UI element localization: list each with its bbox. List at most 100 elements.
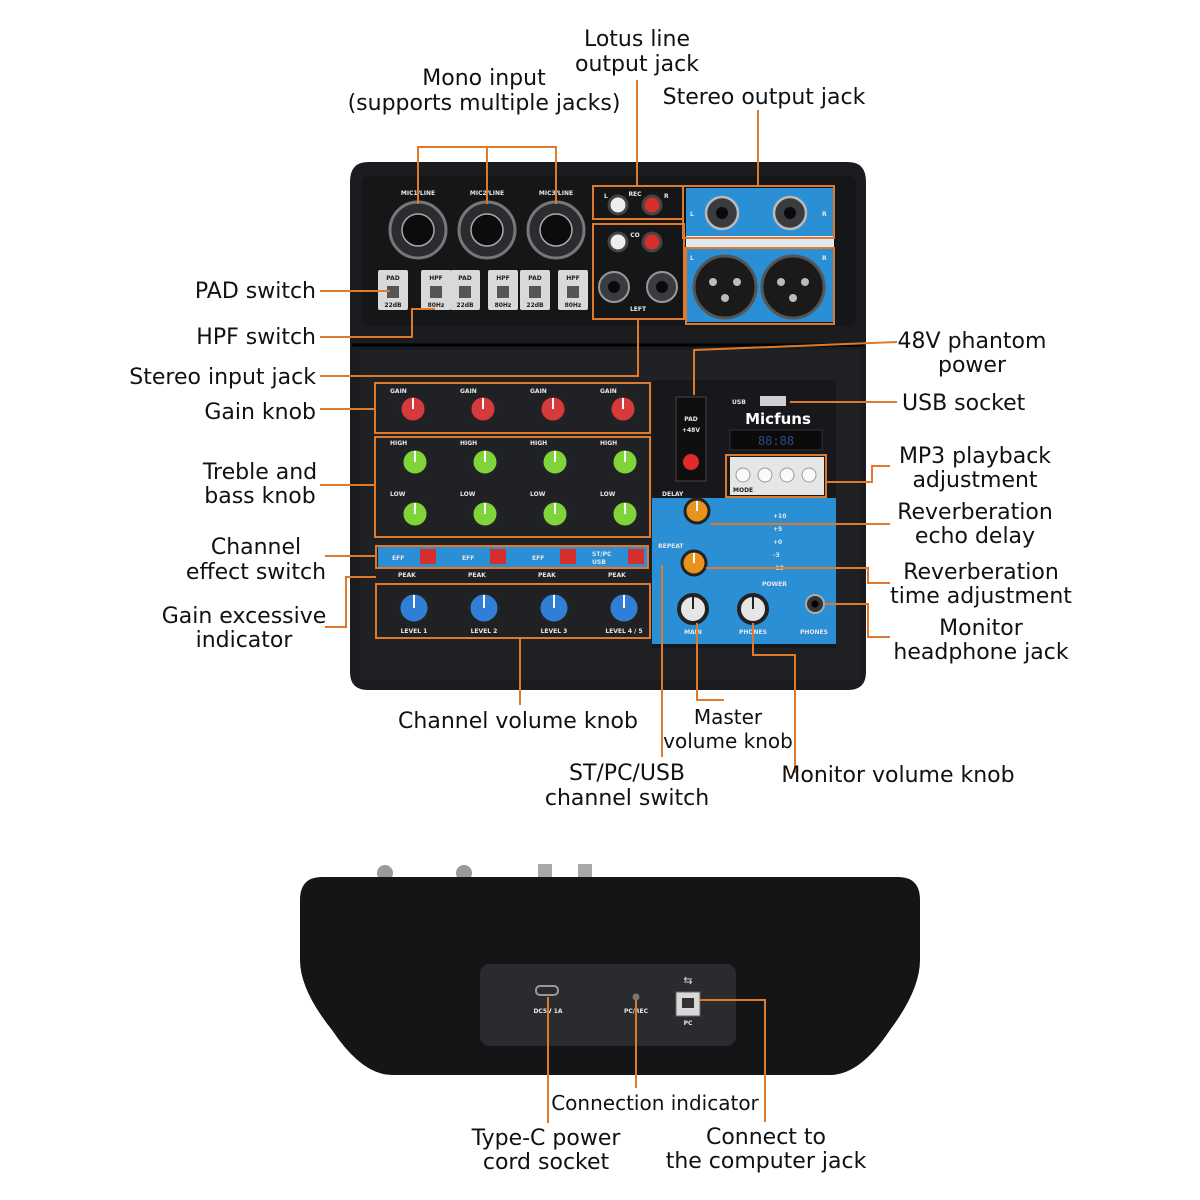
low-label-4: LOW — [600, 491, 616, 498]
phantom-label-2: +48V — [682, 427, 700, 434]
low-label-1: LOW — [390, 491, 406, 498]
meter-3: +0 — [773, 539, 782, 546]
low-label-3: LOW — [530, 491, 546, 498]
callout-stereo-in: Stereo input jack — [129, 365, 316, 390]
peak-label-2: PEAK — [468, 572, 486, 579]
callout-delay-1: Reverberation — [897, 500, 1053, 525]
phones-jack-label: PHONES — [800, 629, 828, 636]
meter-4: -3 — [773, 552, 780, 559]
rca-and-stereo-input: REC L R CO LEFT — [598, 191, 678, 313]
callout-master-1: Master — [694, 705, 763, 729]
high-label-4: HIGH — [600, 440, 617, 447]
callout-master-2: volume knob — [663, 729, 793, 753]
peak-label-3: PEAK — [538, 572, 556, 579]
callout-headphone-2: headphone jack — [893, 640, 1068, 665]
callout-headphone-1: Monitor — [939, 616, 1024, 641]
out-l-label: L — [690, 211, 694, 218]
callout-hpf: HPF switch — [196, 325, 316, 350]
gain-label-2: GAIN — [460, 388, 477, 395]
hpf-hz-2: 80Hz — [495, 302, 512, 309]
usb-small-label: USB — [592, 559, 606, 566]
pad-hpf-switches: PAD 22dB HPF 80Hz PAD 22dB HPF 80Hz PAD … — [378, 270, 588, 310]
meter-2: +5 — [773, 526, 782, 533]
callout-mp3-2: adjustment — [912, 468, 1037, 493]
callout-monvol: Monitor volume knob — [781, 763, 1014, 788]
callout-typec-1: Type-C power — [471, 1126, 622, 1151]
level-label-4: LEVEL 4 / 5 — [605, 628, 642, 635]
callout-gain: Gain knob — [204, 400, 316, 425]
gain-label-3: GAIN — [530, 388, 547, 395]
meter-1: +10 — [773, 513, 786, 520]
phantom-label-1: PAD — [684, 416, 697, 423]
callout-pc-1: Connect to — [706, 1125, 826, 1150]
callout-phantom-1: 48V phantom — [898, 329, 1047, 354]
pc-label: PC — [684, 1020, 693, 1027]
effect-switch-strip: EFF EFF EFF ST/PC USB PEAK PEAK PEAK PEA… — [378, 547, 648, 579]
pad-db-2: 22dB — [456, 302, 474, 309]
callout-lotus-1: Lotus line — [584, 27, 690, 52]
xlr-l-label: L — [690, 255, 694, 262]
callout-effect-1: Channel — [211, 535, 301, 560]
low-label-2: LOW — [460, 491, 476, 498]
usb-port-label: USB — [732, 399, 746, 406]
master-section: PAD +48V USB Micfuns 88:88 MODE DELAY RE… — [652, 380, 836, 648]
callout-stereo-out: Stereo output jack — [663, 85, 866, 110]
mp3-display: 88:88 — [758, 434, 794, 448]
callout-stpc-2: channel switch — [545, 786, 709, 811]
callout-usb: USB socket — [902, 391, 1026, 416]
co-label: CO — [630, 232, 640, 239]
main-label: MAIN — [684, 629, 702, 636]
callout-mono-2: (supports multiple jacks) — [348, 91, 621, 116]
repeat-label: REPEAT — [658, 543, 684, 550]
callout-effect-2: effect switch — [186, 560, 326, 585]
eff-label-2: EFF — [462, 555, 474, 562]
power-label: POWER — [762, 581, 787, 588]
rec-l-label: L — [604, 193, 608, 200]
callout-lotus-2: output jack — [575, 52, 699, 77]
hpf-label-2: HPF — [496, 275, 510, 282]
out-r-label: R — [822, 211, 827, 218]
channel-volume-knobs: LEVEL 1 LEVEL 2 LEVEL 3 LEVEL 4 / 5 — [397, 591, 643, 635]
eff-label-1: EFF — [392, 555, 404, 562]
callout-mp3-1: MP3 playback — [899, 444, 1051, 469]
gain-knobs: GAIN GAIN GAIN GAIN — [390, 388, 638, 424]
rec-label: REC — [628, 191, 642, 198]
callout-stpc-1: ST/PC/USB — [569, 761, 685, 786]
delay-label: DELAY — [662, 491, 684, 498]
stereo-output-panel: L R L R — [686, 188, 834, 322]
hpf-hz-1: 80Hz — [428, 302, 445, 309]
callout-phantom-2: power — [938, 353, 1007, 378]
pad-label-2: PAD — [458, 275, 471, 282]
pad-db-3: 22dB — [526, 302, 544, 309]
mode-label: MODE — [733, 487, 753, 494]
callout-pc-2: the computer jack — [666, 1149, 867, 1174]
pad-db-1: 22dB — [384, 302, 402, 309]
hpf-label-1: HPF — [429, 275, 443, 282]
stpc-small-label: ST/PC — [592, 551, 612, 558]
mixer-back-view: DC5V 1A PC/REC PC ⇆ — [300, 864, 920, 1075]
hpf-hz-3: 80Hz — [565, 302, 582, 309]
hpf-label-3: HPF — [566, 275, 580, 282]
gain-label-4: GAIN — [600, 388, 617, 395]
pad-label-1: PAD — [386, 275, 399, 282]
leader-lines — [320, 80, 898, 773]
mixer-top-view: MIC1/LINE MIC2/LINE MIC3/LINE PAD 22dB H… — [320, 80, 898, 773]
callout-time-2: time adjustment — [890, 584, 1072, 609]
callout-conn: Connection indicator — [551, 1091, 759, 1115]
peak-label-1: PEAK — [398, 572, 416, 579]
gain-label-1: GAIN — [390, 388, 407, 395]
callout-chvol: Channel volume knob — [398, 709, 638, 734]
peak-label-4: PEAK — [608, 572, 626, 579]
high-label-1: HIGH — [390, 440, 407, 447]
eff-label-3: EFF — [532, 555, 544, 562]
level-label-2: LEVEL 2 — [471, 628, 498, 635]
usb-symbol-icon: ⇆ — [683, 974, 692, 987]
bottom-leader-lines — [547, 997, 766, 1123]
callout-excess-1: Gain excessive — [162, 604, 327, 629]
callout-time-1: Reverberation — [903, 560, 1059, 585]
rec-r-label: R — [664, 193, 669, 200]
high-label-2: HIGH — [460, 440, 477, 447]
xlr-r-label: R — [822, 255, 827, 262]
brand-name: Micfuns — [745, 410, 811, 428]
